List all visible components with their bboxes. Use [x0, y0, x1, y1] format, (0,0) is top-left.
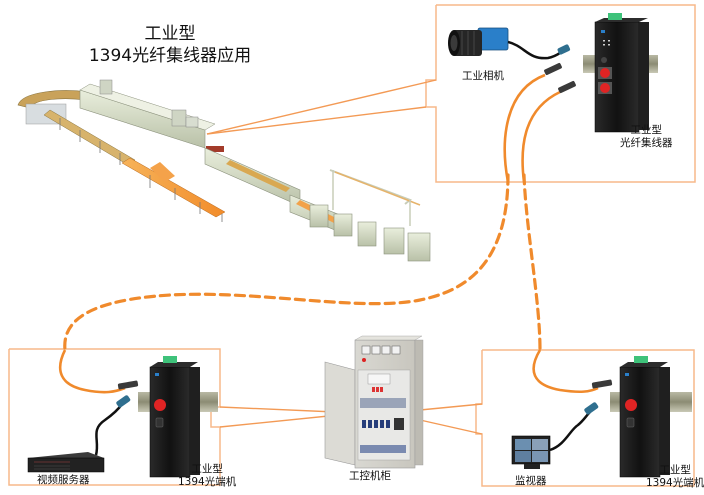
fiber-route-dashed: [63, 173, 542, 352]
industrial-fiber-hub: [583, 13, 658, 133]
right-converter-label: 工业型 1394光端机: [646, 464, 704, 490]
hub-label-line2: 光纤集线器: [620, 137, 673, 149]
left-converter-label-line1: 工业型: [191, 463, 223, 475]
title-line2: 1394光纤集线器应用: [88, 46, 252, 66]
right-converter-label-line1: 工业型: [659, 464, 691, 476]
cabinet-label: 工控机柜: [349, 470, 391, 482]
control-cabinet: [324, 335, 424, 469]
monitor-label: 监视器: [515, 475, 547, 487]
left-converter-label: 工业型 1394光端机: [178, 463, 236, 489]
production-line-illustration: [17, 79, 431, 262]
hub-label: 工业型 光纤集线器: [620, 124, 673, 150]
industrial-camera: [448, 27, 571, 60]
fiber-patch-cord-bottom-right: [532, 349, 613, 394]
right-converter-label-line2: 1394光端机: [646, 477, 704, 489]
hub-label-line1: 工业型: [630, 124, 663, 136]
fiber-patch-cord-bottom-left: [59, 349, 139, 394]
title-line1: 工业型: [144, 24, 196, 44]
left-converter-label-line2: 1394光端机: [178, 476, 237, 488]
server-label: 视频服务器: [37, 474, 90, 486]
video-server: [27, 395, 131, 473]
monitor: [511, 402, 599, 469]
diagram-title: 工业型 1394光纤集线器应用: [89, 23, 251, 67]
fiber-patch-cords-top: [503, 73, 561, 183]
camera-label: 工业相机: [462, 70, 504, 82]
bottom-left-panel-frame: [8, 348, 221, 486]
top-right-panel-frame: [425, 4, 696, 183]
callout-lines: [206, 79, 483, 435]
industrial-1394-fiber-converter-right: [610, 356, 692, 478]
industrial-1394-fiber-converter-left: [138, 356, 218, 478]
